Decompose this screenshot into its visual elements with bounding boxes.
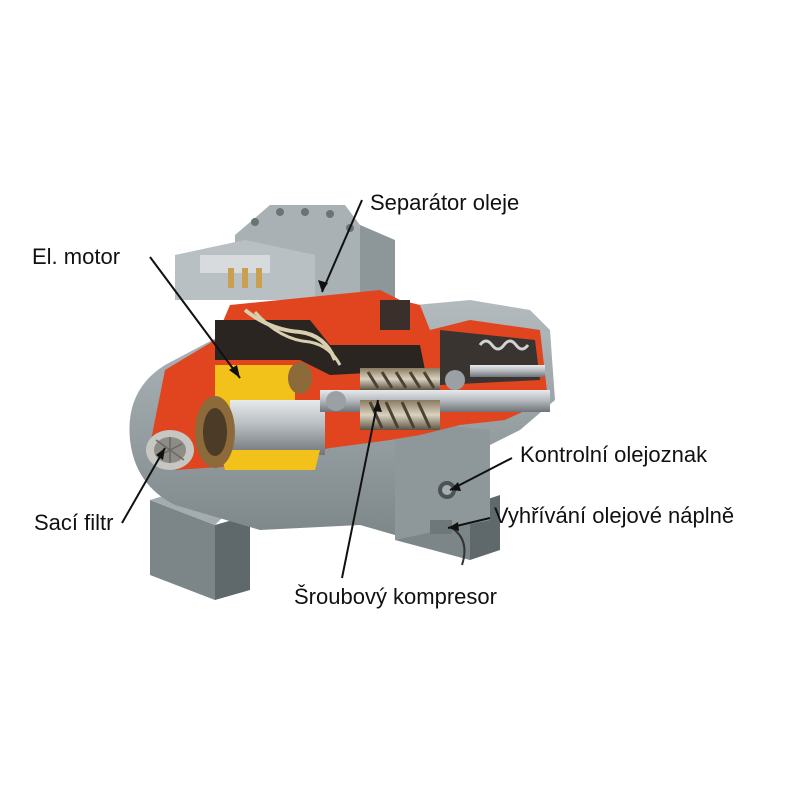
leader-lines xyxy=(121,199,513,579)
leader-arrowheads xyxy=(156,280,461,531)
leader-screw-compressor xyxy=(341,399,379,579)
label-oil-separator: Separátor oleje xyxy=(370,190,520,215)
leader-suction-filter xyxy=(121,447,166,524)
leader-oil-sight-glass xyxy=(449,457,513,491)
suction-filter-illustration xyxy=(146,430,194,470)
leader-electric-motor xyxy=(149,256,241,379)
label-screw-compressor: Šroubový kompresor xyxy=(294,584,497,609)
label-oil-heater: Vyhřívání olejové náplně xyxy=(494,503,735,528)
label-electric-motor: El. motor xyxy=(32,244,121,269)
leader-oil-separator xyxy=(321,199,363,293)
label-suction-filter: Sací filtr xyxy=(34,510,114,535)
electric-motor-illustration xyxy=(195,362,325,470)
label-oil-sight-glass: Kontrolní olejoznak xyxy=(520,442,708,467)
